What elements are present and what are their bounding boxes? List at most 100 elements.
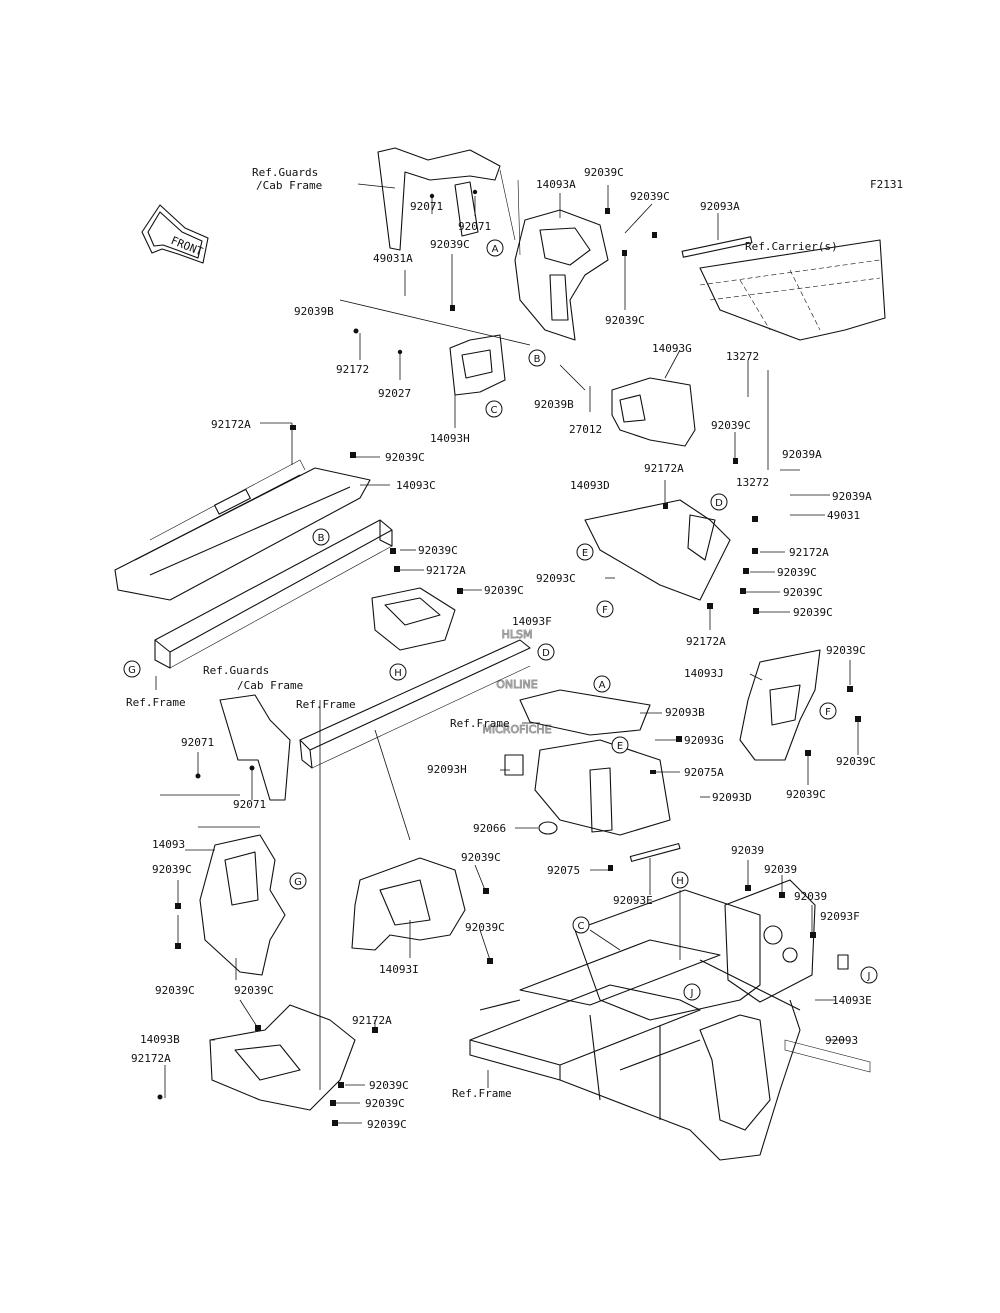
- part-label: 92039C: [418, 544, 458, 557]
- ref-guards-mid-2: /Cab Frame: [237, 679, 303, 692]
- part-label: 92039C: [461, 851, 501, 864]
- frame-rail-center: [299, 639, 531, 769]
- guard-14093B: [209, 1004, 356, 1111]
- part-label: 14093C: [396, 479, 436, 492]
- callout-c: C: [485, 400, 503, 418]
- part-label: 92172A: [211, 418, 251, 431]
- callout-g: G: [123, 660, 141, 678]
- part-label: 92093D: [712, 791, 752, 804]
- part-label: 14093H: [430, 432, 470, 445]
- part-label: 92039C: [430, 238, 470, 251]
- callout-j: J: [860, 966, 878, 984]
- part-label: 92039: [731, 844, 764, 857]
- watermark-line-1: HLSM: [502, 628, 533, 641]
- part-label: 14093A: [536, 178, 576, 191]
- part-label: 92039C: [152, 863, 192, 876]
- svg-text:G: G: [128, 665, 136, 676]
- svg-text:J: J: [867, 971, 871, 982]
- part-label: 92039A: [832, 490, 872, 503]
- svg-text:C: C: [578, 921, 585, 932]
- part-label: 92071: [410, 200, 443, 213]
- part-label: 92093H: [427, 763, 467, 776]
- svg-text:B: B: [318, 533, 325, 544]
- part-label: 92039C: [793, 606, 833, 619]
- guard-14093J: [739, 649, 821, 761]
- callout-f: F: [819, 702, 837, 720]
- cab-frame-mid: [219, 694, 291, 801]
- part-label: 92071: [181, 736, 214, 749]
- part-label: 92093B: [665, 706, 705, 719]
- figure-code: F2131: [870, 178, 903, 191]
- ref-frame-bottom: Ref.Frame: [452, 1087, 512, 1100]
- part-label: 92039A: [782, 448, 822, 461]
- bracket-14093H: [449, 334, 506, 428]
- part-label: 92172A: [644, 462, 684, 475]
- part-label: 92039C: [584, 166, 624, 179]
- part-label: 14093B: [140, 1033, 180, 1046]
- callout-h: H: [389, 663, 407, 681]
- part-label: 92075A: [684, 766, 724, 779]
- guard-14093A: [514, 209, 609, 341]
- part-label: 92039C: [234, 984, 274, 997]
- part-label: 92039C: [465, 921, 505, 934]
- panel-14093C: [114, 459, 371, 601]
- part-label: 92039: [794, 890, 827, 903]
- fasteners: [157, 189, 861, 1126]
- part-label: 92039C: [777, 566, 817, 579]
- part-label: 92172A: [789, 546, 829, 559]
- part-label: 92093: [825, 1034, 858, 1047]
- ref-guards-mid-1: Ref.Guards: [203, 664, 269, 677]
- callout-c: C: [572, 916, 590, 934]
- cover-14093G: [611, 377, 696, 447]
- svg-text:A: A: [492, 244, 499, 255]
- part-label: 92093C: [536, 572, 576, 585]
- part-label: 92039C: [783, 586, 823, 599]
- ref-guards-top-1: Ref.Guards: [252, 166, 318, 179]
- svg-text:E: E: [617, 741, 623, 752]
- ref-frame-mid: Ref.Frame: [296, 698, 356, 711]
- part-label: 92039C: [385, 451, 425, 464]
- part-label: 92039C: [711, 419, 751, 432]
- svg-text:F: F: [602, 605, 608, 616]
- part-label: 13272: [726, 350, 759, 363]
- part-label: 92093A: [700, 200, 740, 213]
- callouts: A B C B D E F G H D A E F G H C J J: [123, 239, 878, 1001]
- part-label: 92039C: [369, 1079, 409, 1092]
- svg-text:F: F: [825, 707, 831, 718]
- callout-d: D: [537, 643, 555, 661]
- svg-text:A: A: [599, 680, 606, 691]
- callout-h: H: [671, 871, 689, 889]
- main-frame: [469, 889, 871, 1161]
- part-label: 92039C: [826, 644, 866, 657]
- part-label: 92071: [458, 220, 491, 233]
- part-label: 92039C: [367, 1118, 407, 1131]
- carrier-ref: [681, 236, 886, 341]
- part-label: 92093G: [684, 734, 724, 747]
- part-label: 14093F: [512, 615, 552, 628]
- part-label: 13272: [736, 476, 769, 489]
- part-label: 92066: [473, 822, 506, 835]
- svg-text:H: H: [676, 876, 684, 887]
- callout-e: E: [576, 543, 594, 561]
- part-label: 14093I: [379, 963, 419, 976]
- callout-a: A: [486, 239, 504, 257]
- part-label: 92075: [547, 864, 580, 877]
- callout-d: D: [710, 493, 728, 511]
- part-label: 14093D: [570, 479, 610, 492]
- part-label: 92027: [378, 387, 411, 400]
- svg-text:G: G: [294, 877, 302, 888]
- part-label: 92039C: [605, 314, 645, 327]
- part-label: 92039C: [484, 584, 524, 597]
- part-label: 92039C: [155, 984, 195, 997]
- svg-text:B: B: [534, 354, 541, 365]
- watermark: HLSM ONLINE MICROFICHE: [482, 628, 552, 737]
- callout-a: A: [593, 675, 611, 693]
- front-arrow-badge: FRONT: [141, 204, 209, 264]
- part-label: 92039C: [630, 190, 670, 203]
- svg-text:E: E: [582, 548, 588, 559]
- part-label: 92093E: [613, 894, 653, 907]
- ref-frame-center: Ref.Frame: [450, 717, 510, 730]
- part-label: 92172A: [686, 635, 726, 648]
